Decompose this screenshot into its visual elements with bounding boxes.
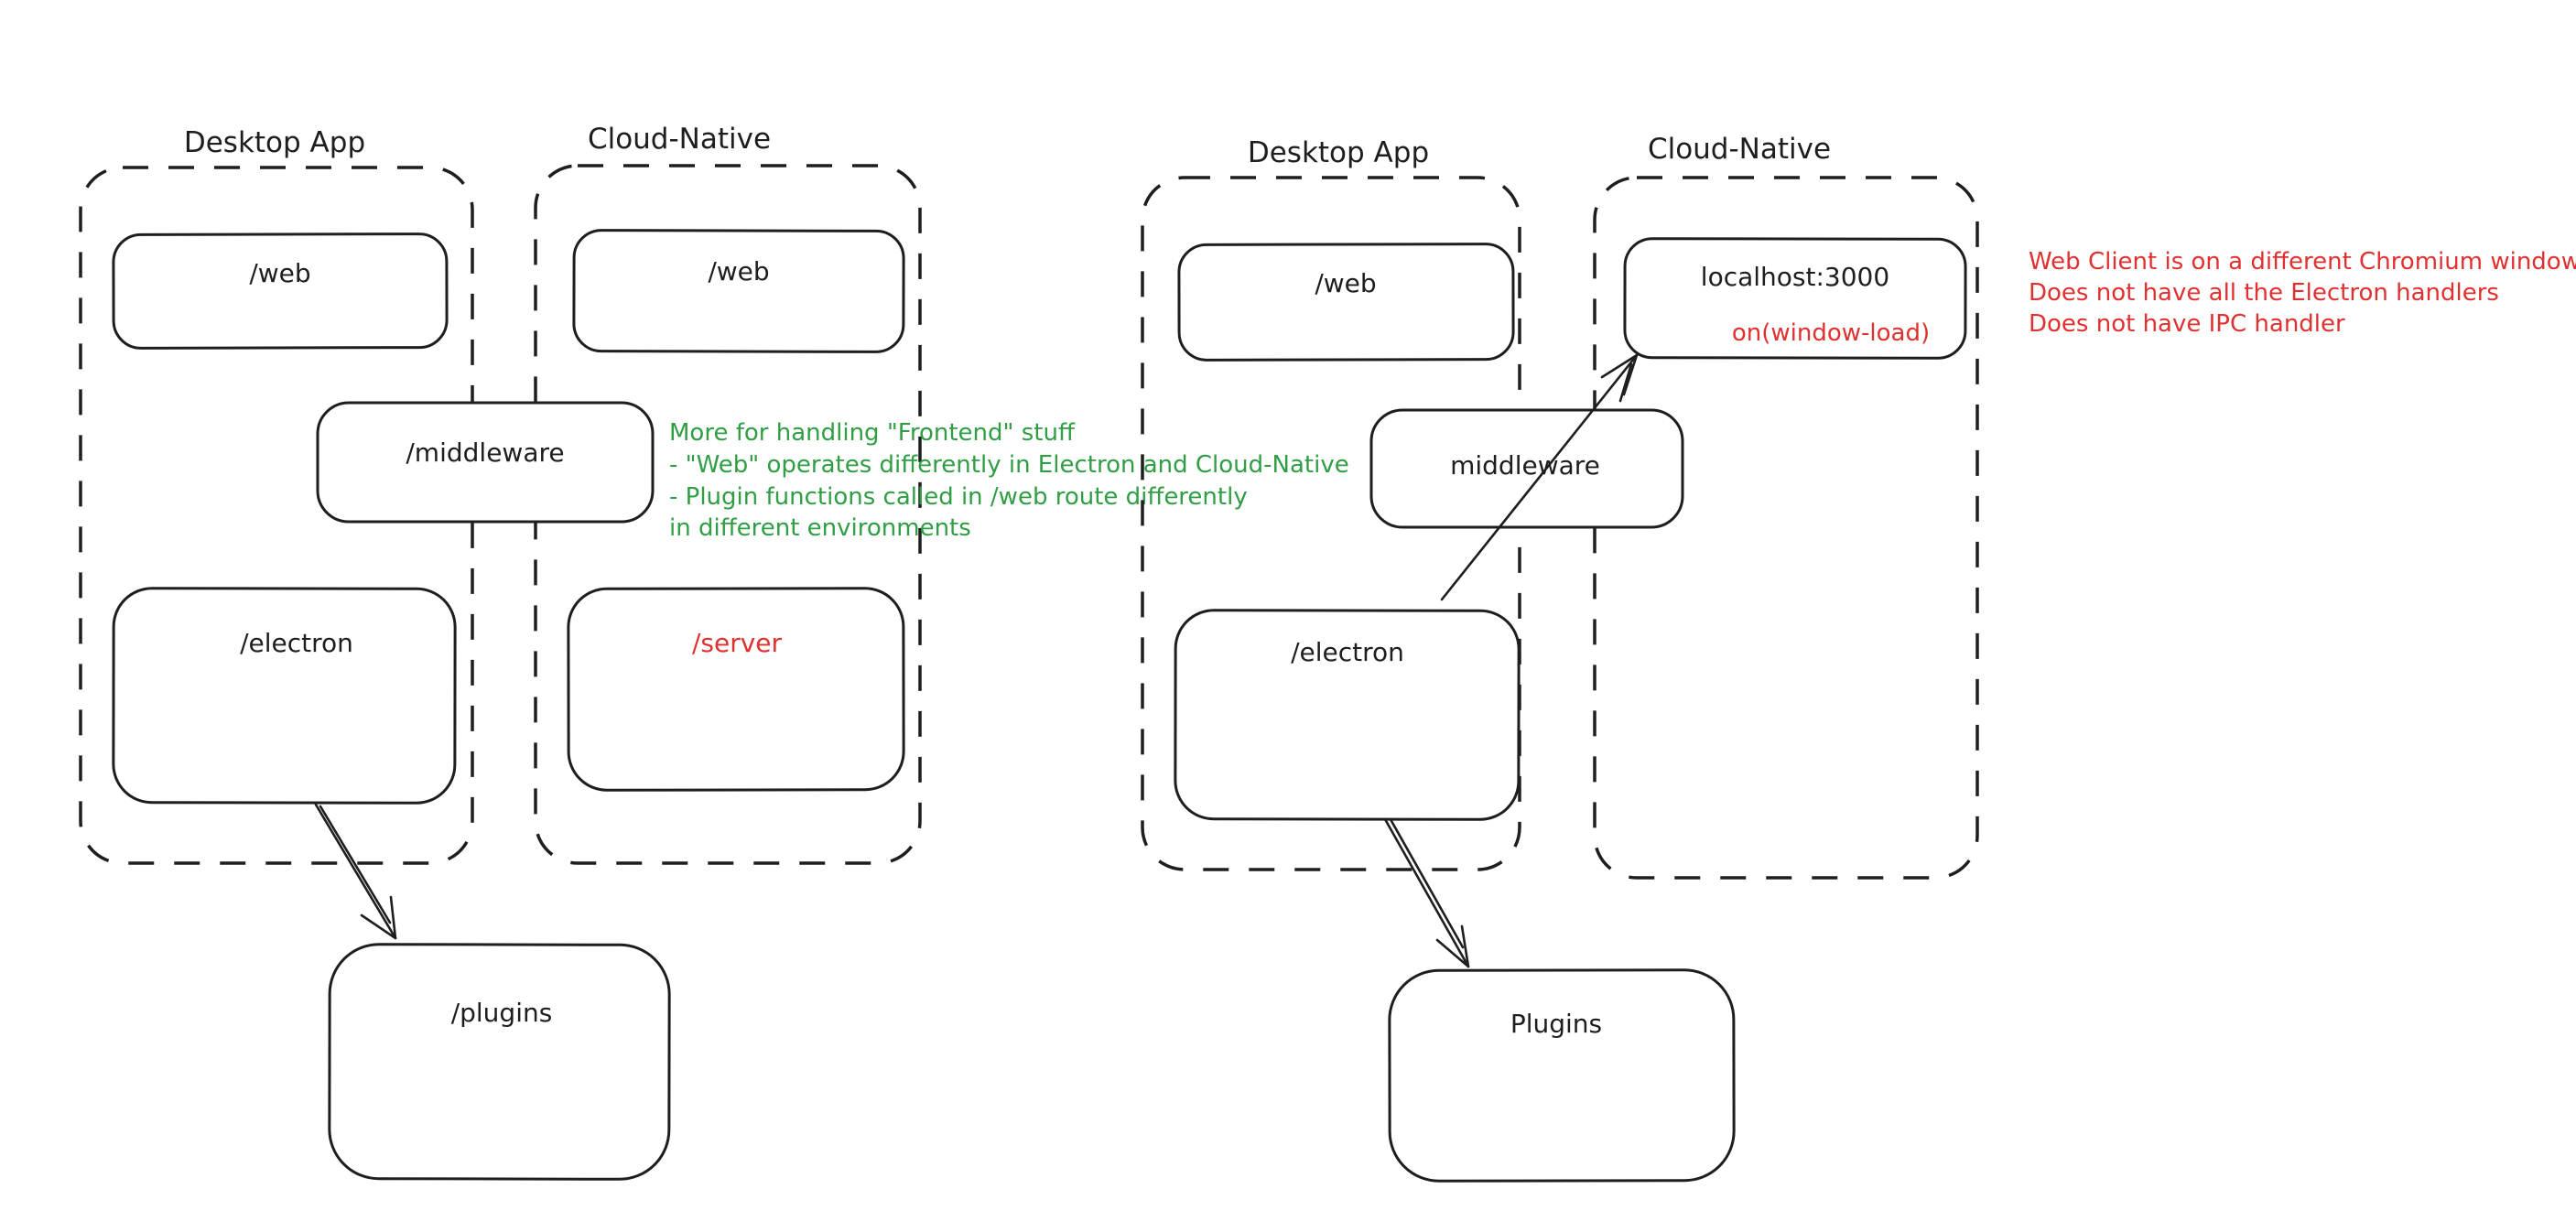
right-red-note: Web Client is on a different Chromium wi… xyxy=(2029,248,2576,338)
right-plugins-label: Plugins xyxy=(1510,1009,1602,1039)
left-middleware-label: /middleware xyxy=(406,438,564,468)
left-desktop-app-container xyxy=(79,166,474,865)
left-electron-box xyxy=(112,587,457,805)
left-electron-label: /electron xyxy=(240,628,353,658)
left-desktop-app-title: Desktop App xyxy=(184,126,365,159)
right-desktop-app-title: Desktop App xyxy=(1248,136,1429,169)
left-middleware-box xyxy=(316,401,655,524)
right-web-label: /web xyxy=(1315,268,1376,298)
green-note-line-4: in different environments xyxy=(669,514,971,542)
left-plugins-box xyxy=(328,943,671,1181)
green-note-line-3: - Plugin functions called in /web route … xyxy=(669,483,1248,511)
red-note-line-3: Does not have IPC handler xyxy=(2029,310,2345,338)
left-plugins-label: /plugins xyxy=(451,998,553,1028)
left-green-note: More for handling "Frontend" stuff - "We… xyxy=(669,419,1349,542)
left-web-desktop-label: /web xyxy=(249,258,310,288)
left-web-desktop-box xyxy=(112,232,449,350)
right-middleware-label: middleware xyxy=(1450,450,1600,481)
left-electron-to-plugins-arrow xyxy=(314,803,397,940)
left-web-cloud-box xyxy=(572,229,905,353)
right-web-box xyxy=(1177,243,1515,362)
right-electron-box xyxy=(1174,609,1521,821)
right-localhost-label: localhost:3000 xyxy=(1701,262,1889,292)
right-localhost-box xyxy=(1623,237,1967,360)
right-middleware-box xyxy=(1369,408,1684,529)
right-electron-to-localhost-arrow xyxy=(1440,353,1639,601)
left-diagram: Desktop App Cloud-Native /web /web /midd… xyxy=(79,123,1349,1181)
left-server-box xyxy=(567,587,905,792)
green-note-line-1: More for handling "Frontend" stuff xyxy=(669,419,1076,447)
left-cloud-native-title: Cloud-Native xyxy=(588,123,771,156)
red-note-line-1: Web Client is on a different Chromium wi… xyxy=(2029,248,2576,276)
red-note-line-2: Does not have all the Electron handlers xyxy=(2029,279,2499,307)
green-note-line-2: - "Web" operates differently in Electron… xyxy=(669,451,1349,479)
left-server-label: /server xyxy=(692,628,783,658)
right-electron-to-plugins-arrow xyxy=(1383,817,1470,968)
left-web-cloud-label: /web xyxy=(708,256,769,286)
right-plugins-box xyxy=(1388,968,1736,1183)
right-electron-label: /electron xyxy=(1291,637,1404,667)
right-cloud-native-title: Cloud-Native xyxy=(1648,133,1831,166)
right-window-load-label: on(window-load) xyxy=(1732,319,1930,347)
right-diagram: Desktop App Cloud-Native /web localhost:… xyxy=(1141,133,2576,1183)
